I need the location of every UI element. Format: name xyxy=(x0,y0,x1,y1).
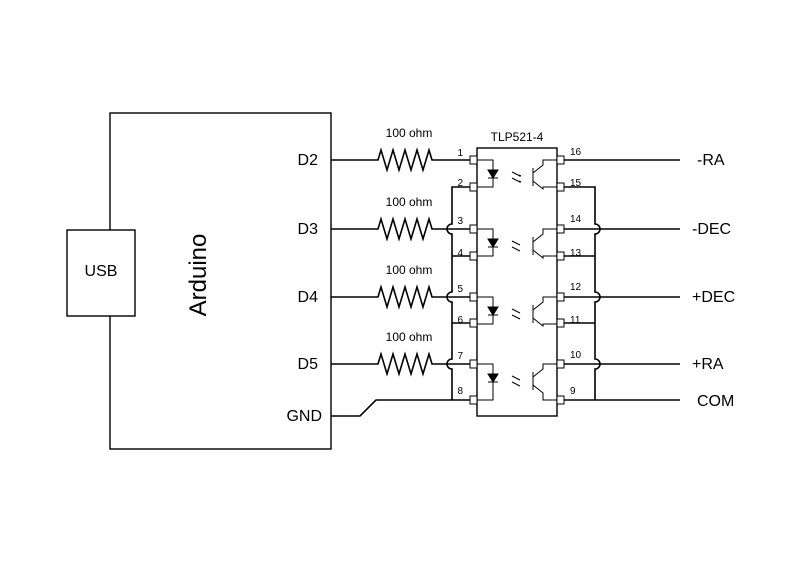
pin-number: 7 xyxy=(457,351,463,362)
pin-number: 15 xyxy=(570,178,582,189)
output-dec-minus-label: -DEC xyxy=(692,221,731,238)
optocoupler-channel-1 xyxy=(477,159,557,191)
pin-number: 9 xyxy=(570,386,576,397)
wire-gnd xyxy=(331,399,470,417)
resistor-1-label: 100 ohm xyxy=(386,126,433,140)
usb-connector xyxy=(66,229,136,317)
arduino-label: Arduino xyxy=(185,234,212,317)
pin-number: 14 xyxy=(570,214,582,225)
pin-number: 4 xyxy=(457,248,463,259)
pin-number: 8 xyxy=(457,386,463,397)
optocoupler-channel-3 xyxy=(477,296,557,328)
output-dec-plus-label: +DEC xyxy=(692,289,735,306)
resistor-3-label: 100 ohm xyxy=(386,263,433,277)
wire-emitter-bus xyxy=(564,186,601,400)
optocoupler-chip xyxy=(476,147,558,417)
wire-cathode-bus xyxy=(446,186,470,400)
pin-number: 1 xyxy=(457,148,463,159)
pin-number: 11 xyxy=(570,315,581,326)
pin-number: 16 xyxy=(570,147,582,158)
optocoupler-channel-2 xyxy=(477,228,557,260)
wire-d4 xyxy=(331,284,470,310)
wire-d2 xyxy=(331,147,470,173)
optocoupler-channel-4 xyxy=(477,363,557,401)
pin-number: 12 xyxy=(570,282,582,293)
pin-number: 3 xyxy=(457,216,463,227)
pin-number: 10 xyxy=(570,350,582,361)
output-com-label: COM xyxy=(697,393,734,410)
pin-number: 6 xyxy=(457,315,463,326)
chip-name-label: TLP521-4 xyxy=(491,130,544,144)
pin-number: 2 xyxy=(457,178,463,189)
output-ra-plus-label: +RA xyxy=(692,356,724,373)
wire-d3 xyxy=(331,216,470,242)
pin-d3-label: D3 xyxy=(298,221,319,238)
pin-d2-label: D2 xyxy=(298,152,319,169)
pin-d4-label: D4 xyxy=(298,289,319,306)
pin-gnd-label: GND xyxy=(286,408,322,425)
chip-left-pin-squares xyxy=(469,155,478,405)
chip-right-pin-squares xyxy=(556,155,565,405)
pin-d5-label: D5 xyxy=(298,356,319,373)
resistor-2-label: 100 ohm xyxy=(386,195,433,209)
output-ra-minus-label: -RA xyxy=(697,152,725,169)
pin-number: 13 xyxy=(570,248,582,259)
usb-label: USB xyxy=(85,263,118,280)
resistor-4-label: 100 ohm xyxy=(386,330,433,344)
wire-d5 xyxy=(331,351,470,377)
pin-number: 5 xyxy=(457,284,463,295)
